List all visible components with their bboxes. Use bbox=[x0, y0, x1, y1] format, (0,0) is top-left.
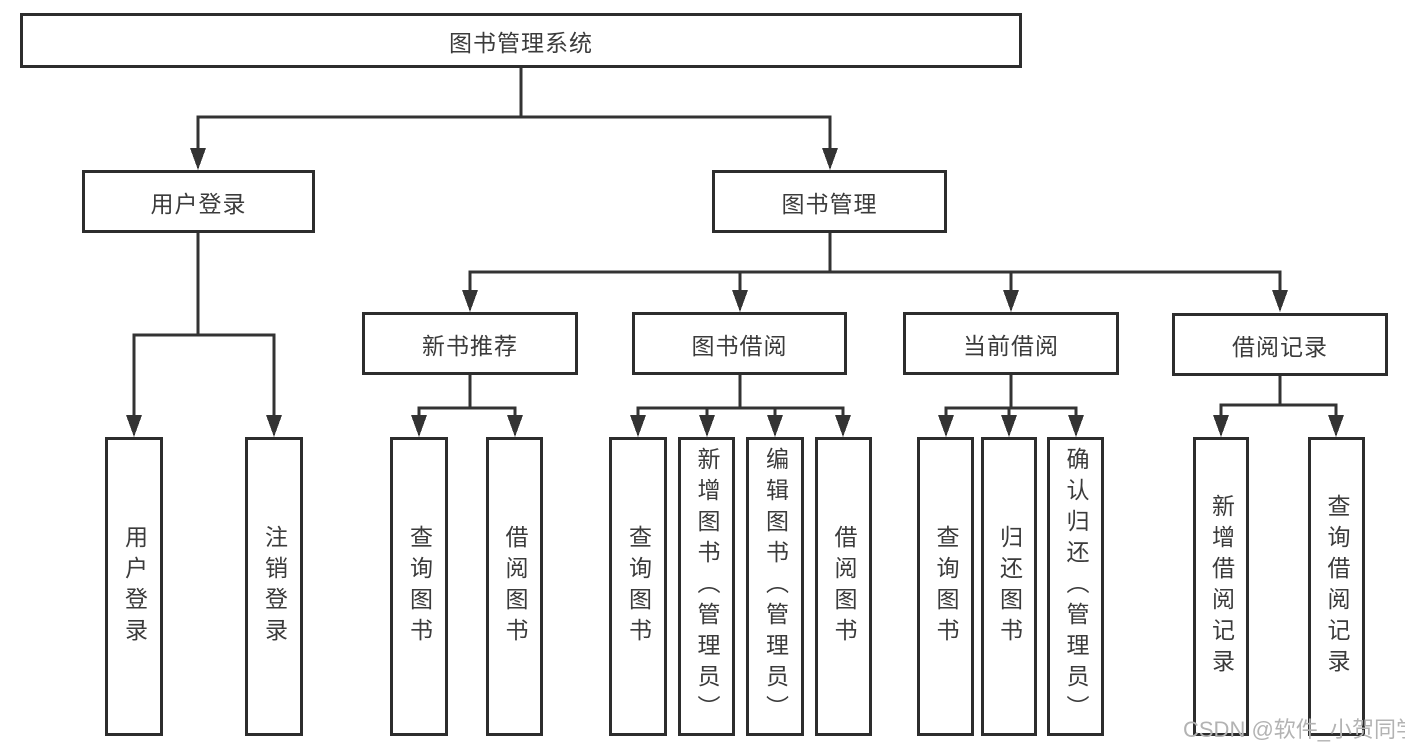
node-label: 注销登录 bbox=[261, 524, 288, 649]
arrowhead-down-icon bbox=[822, 148, 838, 170]
arrowhead-down-icon bbox=[1328, 415, 1344, 437]
arrowhead-down-icon bbox=[1068, 415, 1084, 437]
arrowhead-down-icon bbox=[732, 290, 748, 312]
arrowhead-down-icon bbox=[767, 415, 783, 437]
node-new-book-recommend: 新书推荐 bbox=[362, 312, 578, 375]
arrowhead-down-icon bbox=[699, 415, 715, 437]
node-label: 查询借阅记录 bbox=[1324, 493, 1350, 680]
node-edit-books-admin: 编辑图书（管理员） bbox=[746, 437, 804, 736]
arrowhead-down-icon bbox=[1003, 290, 1019, 312]
arrowhead-down-icon bbox=[190, 148, 206, 170]
node-book-management: 图书管理 bbox=[712, 170, 947, 233]
node-borrowing-records: 借阅记录 bbox=[1172, 313, 1388, 376]
arrowhead-down-icon bbox=[126, 415, 142, 437]
node-current-borrowing: 当前借阅 bbox=[903, 312, 1119, 375]
node-label: 新增借阅记录 bbox=[1208, 493, 1235, 680]
node-query-borrow-record: 查询借阅记录 bbox=[1308, 437, 1365, 736]
node-user-login-group: 用户登录 bbox=[82, 170, 315, 233]
node-label: 新增图书（管理员） bbox=[694, 447, 720, 726]
node-library-management-system: 图书管理系统 bbox=[20, 13, 1022, 68]
node-label: 借阅记录 bbox=[1232, 333, 1328, 360]
arrowhead-down-icon bbox=[1213, 415, 1229, 437]
node-label: 编辑图书（管理员） bbox=[762, 447, 789, 726]
node-label: 新书推荐 bbox=[422, 332, 518, 359]
arrowhead-down-icon bbox=[1001, 415, 1017, 437]
node-label: 用户登录 bbox=[121, 524, 148, 649]
node-confirm-return-admin: 确认归还（管理员） bbox=[1047, 437, 1104, 736]
node-add-borrow-record: 新增借阅记录 bbox=[1193, 437, 1249, 736]
node-label: 查询图书 bbox=[933, 524, 959, 649]
node-label: 图书借阅 bbox=[691, 332, 788, 359]
node-logout: 注销登录 bbox=[245, 437, 303, 736]
node-label: 查询图书 bbox=[406, 524, 433, 649]
node-label: 借阅图书 bbox=[831, 524, 857, 649]
arrowhead-down-icon bbox=[1272, 290, 1288, 312]
node-book-borrowing: 图书借阅 bbox=[632, 312, 847, 375]
arrowhead-down-icon bbox=[462, 290, 478, 312]
arrowhead-down-icon bbox=[835, 415, 851, 437]
node-borrowing-query-books: 查询图书 bbox=[609, 437, 667, 736]
node-recommend-borrow-books: 借阅图书 bbox=[486, 437, 543, 736]
node-borrow-books: 借阅图书 bbox=[815, 437, 872, 736]
arrowhead-down-icon bbox=[507, 415, 523, 437]
node-current-query-books: 查询图书 bbox=[917, 437, 974, 736]
node-recommend-query-books: 查询图书 bbox=[390, 437, 448, 736]
node-add-books-admin: 新增图书（管理员） bbox=[678, 437, 735, 736]
node-label: 当前借阅 bbox=[963, 332, 1059, 359]
node-label: 查询图书 bbox=[625, 524, 652, 649]
arrowhead-down-icon bbox=[266, 415, 282, 437]
arrowhead-down-icon bbox=[630, 415, 646, 437]
node-label: 归还图书 bbox=[996, 524, 1023, 649]
node-label: 图书管理 bbox=[781, 190, 878, 217]
node-user-login: 用户登录 bbox=[105, 437, 163, 736]
node-label: 确认归还（管理员） bbox=[1063, 447, 1089, 726]
node-label: 借阅图书 bbox=[502, 524, 528, 649]
node-label: 用户登录 bbox=[150, 190, 247, 217]
arrowhead-down-icon bbox=[938, 415, 954, 437]
node-return-books: 归还图书 bbox=[981, 437, 1037, 736]
watermark: CSDN @软件_小贺同学 bbox=[1183, 717, 1405, 742]
node-label: 图书管理系统 bbox=[449, 29, 593, 56]
arrowhead-down-icon bbox=[411, 415, 427, 437]
